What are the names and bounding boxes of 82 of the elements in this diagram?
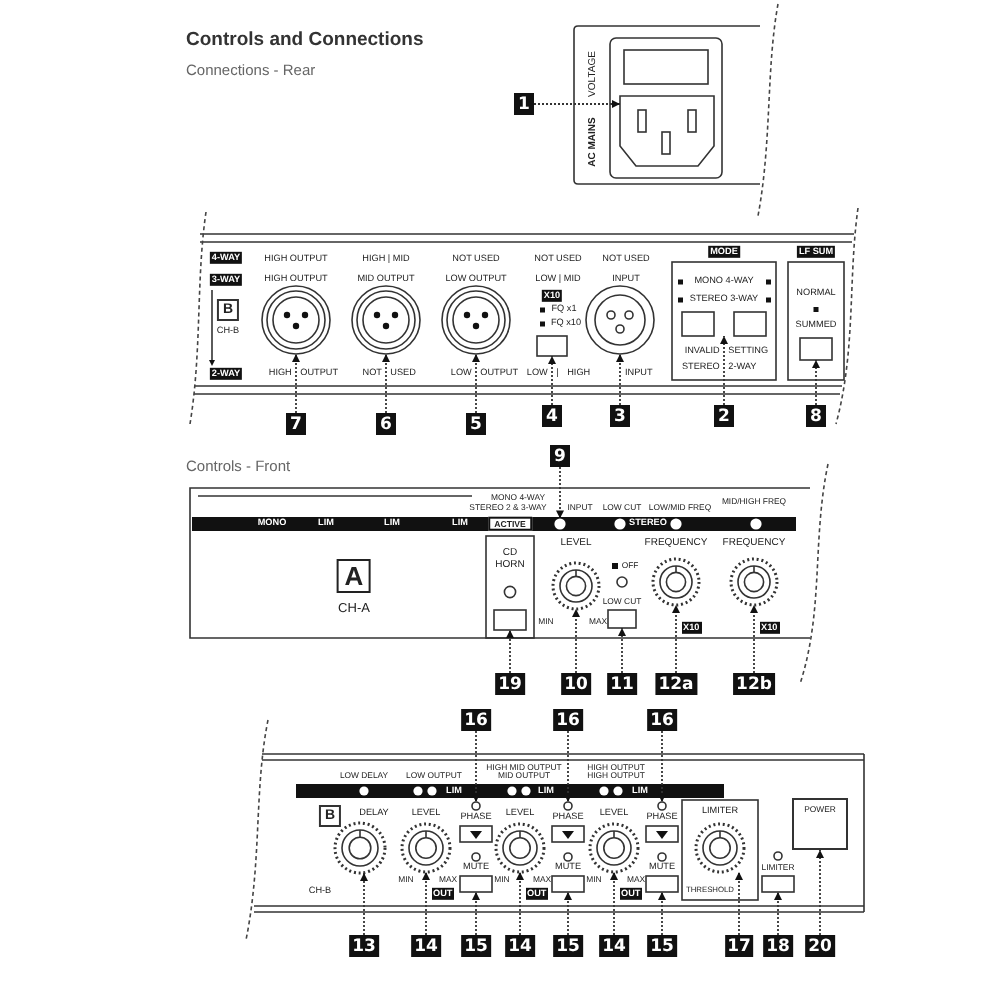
callout-number: 12b — [733, 673, 775, 695]
leader-line — [812, 359, 820, 406]
callout-number: 20 — [805, 935, 835, 957]
callout-number: 15 — [461, 935, 491, 957]
callout-number: 14 — [411, 935, 441, 957]
rotary-knob — [551, 561, 601, 611]
leader-line — [382, 353, 390, 414]
leader-line — [616, 353, 624, 406]
power-socket — [619, 95, 715, 167]
callout-number: 9 — [550, 445, 570, 467]
callout-number: 16 — [461, 709, 491, 731]
callout-number: 13 — [349, 935, 379, 957]
leader-line — [292, 353, 300, 414]
callout-number: 18 — [763, 935, 793, 957]
push-switch — [607, 609, 637, 629]
callout-number: 7 — [286, 413, 306, 435]
leader-line — [564, 891, 572, 936]
switch-pair — [681, 311, 767, 337]
xlr-jack — [441, 285, 511, 355]
leader-line — [672, 604, 680, 674]
channel-letter: A — [336, 559, 372, 593]
rotary-knob — [400, 822, 452, 874]
xlr-jack — [585, 285, 655, 355]
leader-line — [472, 730, 480, 803]
leader-line — [556, 466, 564, 520]
rotary-knob — [588, 822, 640, 874]
rotary-knob — [694, 822, 746, 874]
leader-line — [816, 849, 824, 936]
leader-line — [360, 872, 368, 936]
push-switch — [459, 875, 493, 893]
xlr-jack — [261, 285, 331, 355]
rotary-knob — [729, 557, 779, 607]
rotary-knob — [651, 557, 701, 607]
callout-number: 12a — [655, 673, 697, 695]
callout-number: 1 — [514, 93, 534, 115]
leader-line — [472, 353, 480, 414]
leader-line — [618, 627, 626, 674]
callout-number: 15 — [553, 935, 583, 957]
push-switch — [761, 875, 795, 893]
leader-line — [750, 604, 758, 674]
leader-line — [572, 608, 580, 674]
leader-line — [564, 730, 572, 803]
callout-number: 2 — [714, 405, 734, 427]
rotary-knob — [333, 821, 387, 875]
push-switch — [645, 875, 679, 893]
led-indicator — [563, 801, 573, 811]
callout-number: 14 — [505, 935, 535, 957]
callout-number: 15 — [647, 935, 677, 957]
callout-number: 11 — [607, 673, 637, 695]
leader-line — [533, 100, 621, 108]
slide-switch — [536, 335, 568, 357]
callout-number: 5 — [466, 413, 486, 435]
callout-number: 16 — [647, 709, 677, 731]
callout-number: 6 — [376, 413, 396, 435]
callout-number: 19 — [495, 673, 525, 695]
callout-number: 10 — [561, 673, 591, 695]
led-indicator — [657, 801, 667, 811]
callout-number: 14 — [599, 935, 629, 957]
callout-number: 17 — [724, 935, 754, 957]
led-indicator — [554, 518, 566, 530]
callout-number: 3 — [610, 405, 630, 427]
xlr-jack — [351, 285, 421, 355]
rotary-knob — [494, 822, 546, 874]
leader-line — [472, 891, 480, 936]
leader-line — [610, 871, 618, 936]
callout-number: 4 — [542, 405, 562, 427]
push-switch — [493, 609, 527, 631]
led-indicator — [471, 801, 481, 811]
push-switch — [551, 875, 585, 893]
leader-line — [506, 629, 514, 674]
leader-line — [658, 891, 666, 936]
page-title: Controls and Connections — [186, 30, 424, 50]
leader-line — [422, 871, 430, 936]
leader-line — [548, 355, 556, 406]
callout-number: 8 — [806, 405, 826, 427]
leader-line — [735, 871, 743, 936]
push-switch — [799, 337, 833, 361]
leader-line — [658, 730, 666, 803]
callout-number: 16 — [553, 709, 583, 731]
leader-line — [516, 871, 524, 936]
leader-line — [720, 335, 728, 406]
leader-line — [774, 891, 782, 936]
